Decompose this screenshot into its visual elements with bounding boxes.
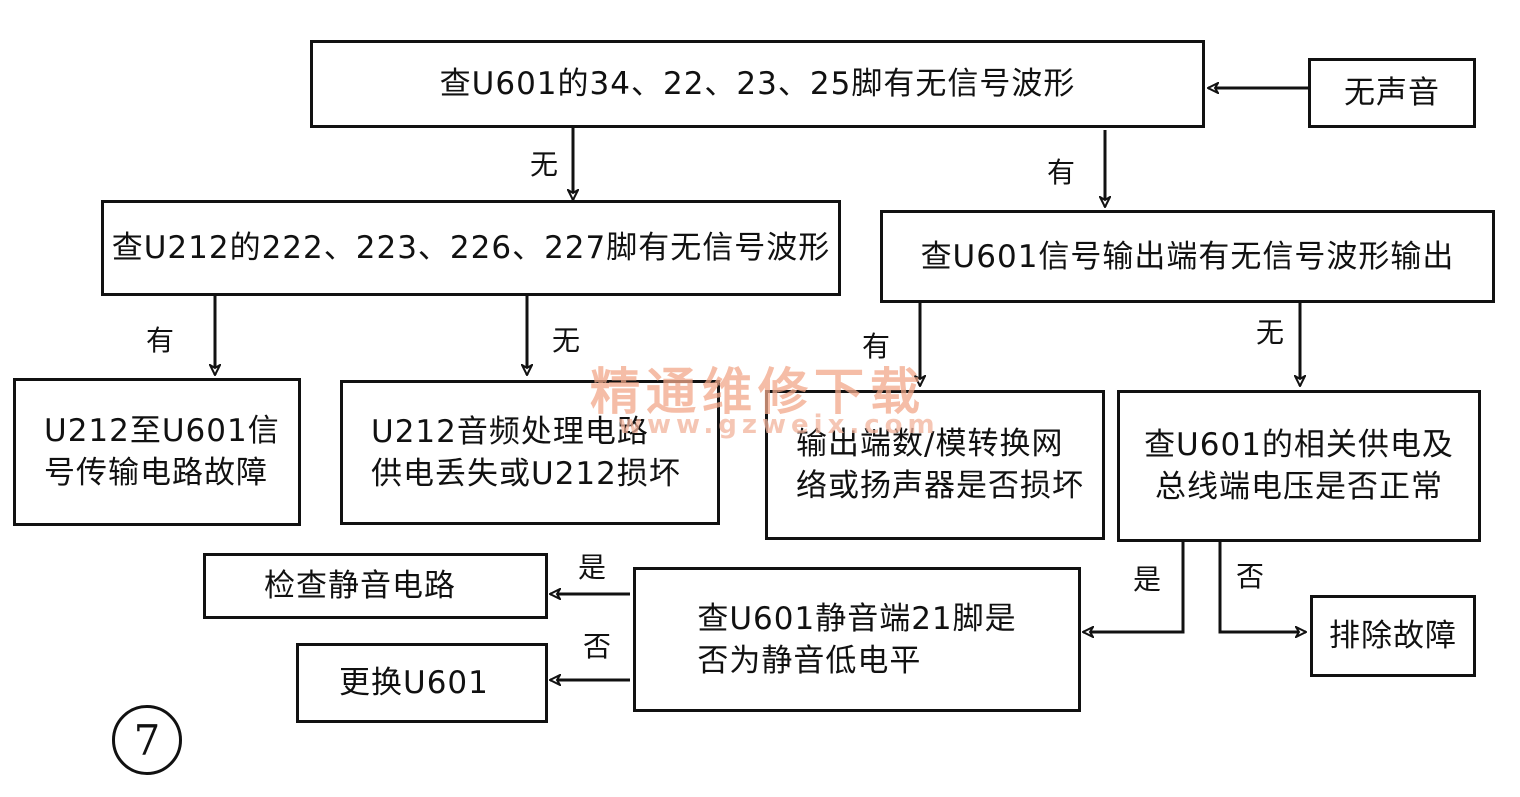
dac-check-node: 输出端数/模转换网 络或扬声器是否损坏: [765, 390, 1105, 540]
arrow-supply-to-clear: [1218, 542, 1306, 632]
replace-u601-node: 更换U601: [296, 643, 548, 723]
supply-check-line-2: 总线端电压是否正常: [1154, 469, 1443, 505]
fault-a-line-1: U212至U601信: [44, 413, 280, 449]
fault-a-node: U212至U601信 号传输电路故障: [13, 378, 301, 526]
fault-b-line-1: U212音频处理电路: [371, 413, 649, 450]
no-sound-node: 无声音: [1308, 58, 1476, 128]
dac-check-line-2: 络或扬声器是否损坏: [796, 468, 1084, 504]
check-u601-pins-node: 查U601的34、22、23、25脚有无信号波形: [310, 40, 1205, 128]
check-u601-output-node: 查U601信号输出端有无信号波形输出: [880, 210, 1495, 303]
label-no-1: 无: [530, 148, 559, 181]
clear-fault-node: 排除故障: [1310, 595, 1476, 677]
label-yes-1: 有: [1047, 156, 1076, 189]
replace-u601-text: 更换U601: [339, 665, 489, 701]
check-u212-pins-text: 查U212的222、223、226、227脚有无信号波形: [111, 230, 831, 266]
figure-number: 7: [112, 705, 182, 775]
no-sound-text: 无声音: [1344, 75, 1440, 111]
mute-circuit-text: 检查静音电路: [264, 568, 456, 604]
check-u212-pins-node: 查U212的222、223、226、227脚有无信号波形: [101, 200, 841, 296]
fault-a-line-2: 号传输电路故障: [44, 455, 268, 491]
mute-circuit-node: 检查静音电路: [203, 553, 548, 619]
check-u601-pins-text: 查U601的34、22、23、25脚有无信号波形: [439, 66, 1076, 102]
mute-pin-node: 查U601静音端21脚是 否为静音低电平: [633, 567, 1081, 712]
mute-pin-line-1: 查U601静音端21脚是: [697, 600, 1017, 637]
label-no-5: 否: [583, 630, 612, 663]
supply-check-line-1: 查U601的相关供电及: [1144, 427, 1454, 463]
watermark-url: www.gzweix.com: [618, 410, 940, 440]
label-yes-5: 是: [578, 551, 607, 584]
label-no-2: 无: [552, 324, 581, 357]
label-no-3: 无: [1256, 316, 1285, 349]
label-no-4: 否: [1236, 560, 1265, 593]
watermark-text: 精通维修下载: [590, 362, 926, 421]
label-yes-4: 是: [1133, 563, 1162, 596]
supply-check-node: 查U601的相关供电及 总线端电压是否正常: [1117, 390, 1481, 542]
label-yes-2: 有: [146, 324, 175, 357]
mute-pin-line-2: 否为静音低电平: [697, 642, 922, 679]
dac-check-line-1: 输出端数/模转换网: [796, 426, 1064, 462]
fault-b-node: U212音频处理电路 供电丢失或U212损坏: [340, 380, 720, 525]
label-yes-3: 有: [862, 330, 891, 363]
fault-b-line-2: 供电丢失或U212损坏: [371, 455, 681, 492]
clear-fault-text: 排除故障: [1329, 618, 1457, 654]
check-u601-output-text: 查U601信号输出端有无信号波形输出: [920, 238, 1455, 275]
arrow-supply-to-mute-pin: [1083, 542, 1185, 632]
